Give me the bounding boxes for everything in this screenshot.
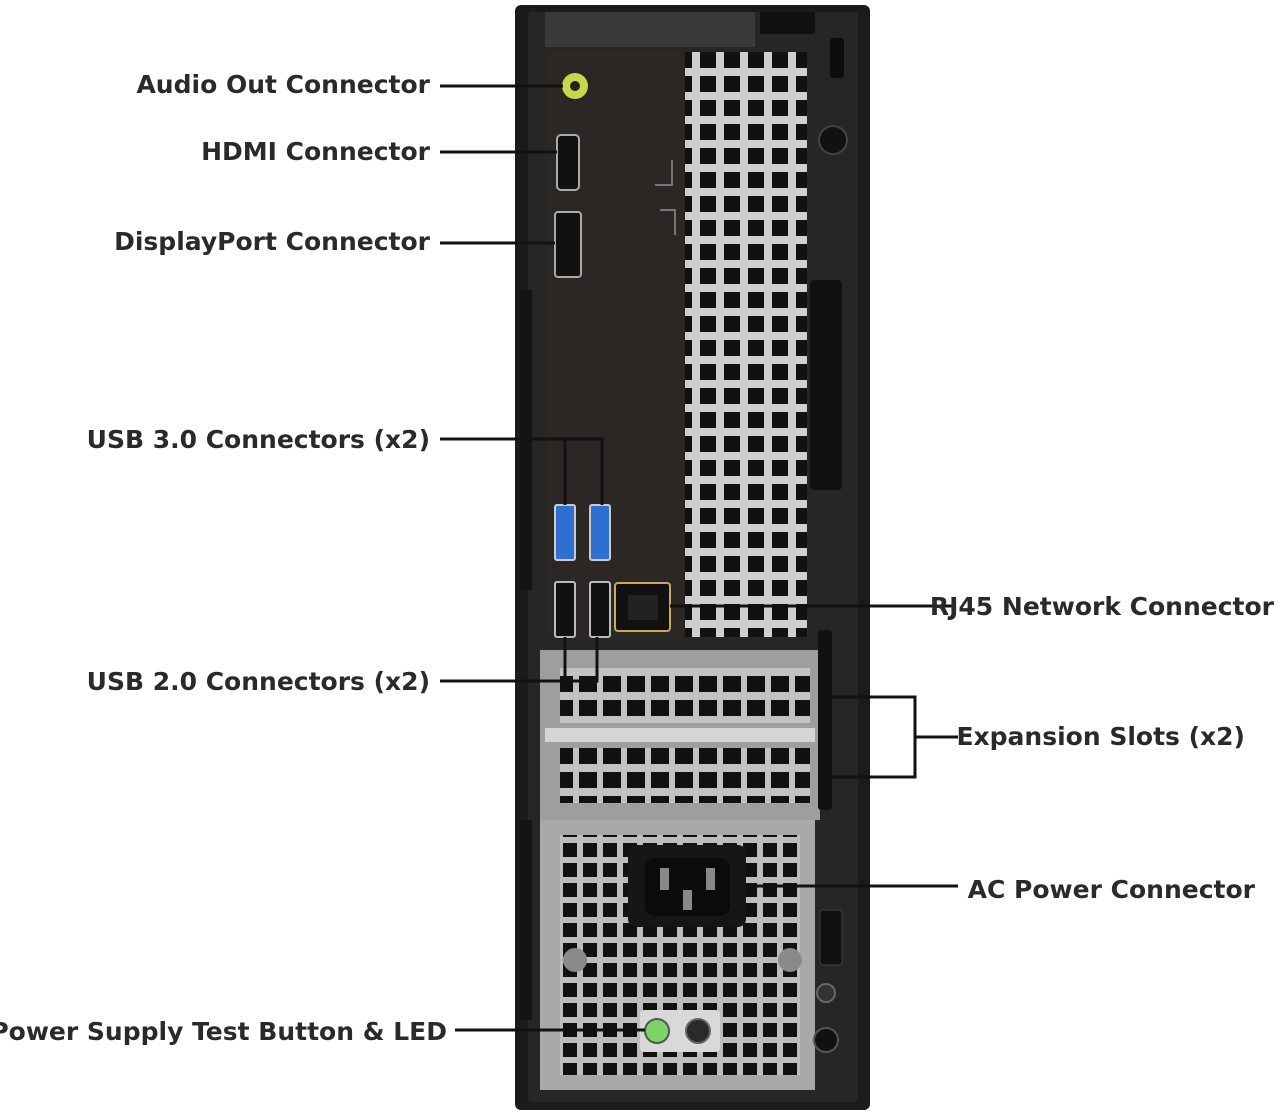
rj45-port bbox=[614, 582, 671, 632]
vent-grid-upper bbox=[685, 52, 807, 637]
audio-jack bbox=[562, 73, 588, 99]
usb2-ports bbox=[554, 581, 611, 638]
displayport-port bbox=[554, 211, 582, 278]
chassis-right-details bbox=[813, 909, 843, 1053]
expansion-slots bbox=[540, 630, 832, 820]
label-rj45: RJ45 Network Connector bbox=[930, 592, 1275, 621]
label-usb2: USB 2.0 Connectors (x2) bbox=[87, 667, 430, 696]
psu-test-button-led bbox=[640, 1010, 720, 1052]
label-usb3: USB 3.0 Connectors (x2) bbox=[87, 425, 430, 454]
label-displayport: DisplayPort Connector bbox=[114, 227, 431, 256]
leader-lines bbox=[440, 84, 958, 1032]
usb3-ports bbox=[554, 504, 611, 561]
hdmi-port bbox=[556, 134, 580, 191]
label-expansion: Expansion Slots (x2) bbox=[956, 722, 1245, 751]
label-hdmi: HDMI Connector bbox=[201, 137, 431, 166]
label-ac-power: AC Power Connector bbox=[968, 875, 1256, 904]
power-supply bbox=[540, 820, 815, 1090]
label-audio-out: Audio Out Connector bbox=[136, 70, 430, 99]
label-psu-test: Power Supply Test Button & LED bbox=[0, 1017, 447, 1046]
